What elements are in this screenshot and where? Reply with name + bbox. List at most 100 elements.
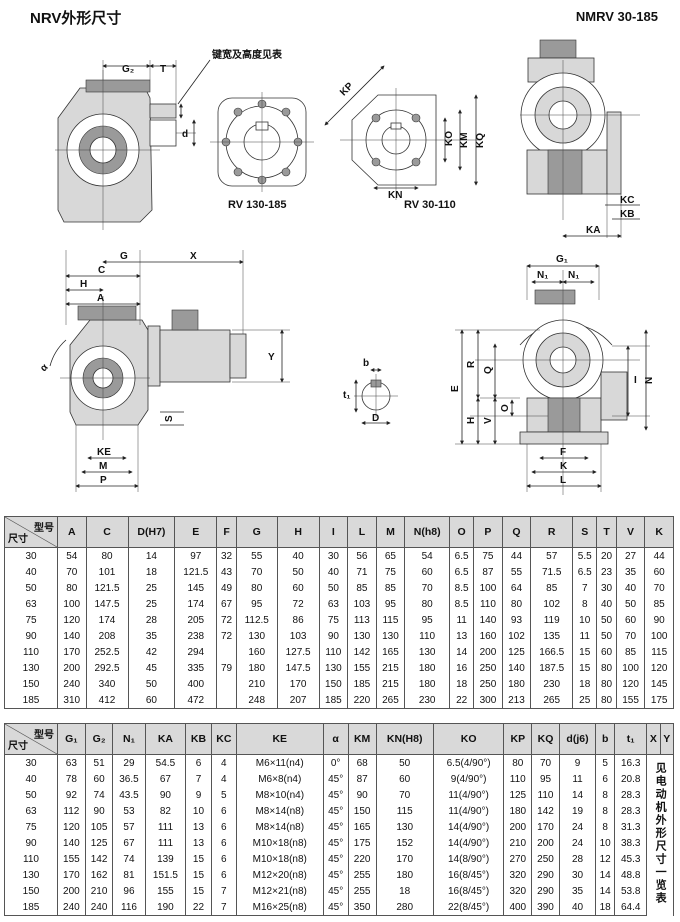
table-cell: 140 (473, 612, 503, 628)
table-cell: 24 (558, 819, 597, 835)
table-cell: 20 (596, 547, 617, 564)
model-cell: 90 (4, 835, 58, 851)
table-cell: 50 (596, 628, 617, 644)
table-cell: 15 (572, 660, 598, 676)
table-cell: 70 (531, 754, 560, 771)
column-header: M (375, 516, 406, 548)
table-cell: 140 (501, 660, 532, 676)
table-cell: 78 (57, 771, 86, 787)
table-cell: 75 (318, 612, 349, 628)
column-header: Y (659, 723, 675, 755)
table-cell: 43.5 (112, 787, 146, 803)
table-cell: 170 (276, 676, 320, 692)
table-cell: 350 (347, 899, 377, 916)
dimension-drawing: G₂ T d 键宽及高度见表 RV 130-185 KP KN KO KM KQ… (38, 39, 655, 495)
dim-r: R (466, 360, 477, 368)
table-cell: 64.4 (614, 899, 648, 916)
table-cell: 340 (85, 676, 129, 692)
table-cell: 97 (174, 547, 218, 564)
table-cell: M16×25(n8) (236, 899, 324, 916)
gearbox-front-view (55, 59, 211, 230)
table-cell: 6.5 (572, 564, 598, 580)
table-cell: 14(8/90°) (432, 851, 505, 867)
table-cell: 95 (404, 612, 451, 628)
table-cell: 155 (615, 692, 646, 709)
table-cell: 70 (404, 580, 451, 596)
table-cell: 25 (572, 692, 598, 709)
table-cell: 142 (347, 644, 377, 660)
table-cell: 16.3 (614, 754, 648, 771)
table-cell: M6×8(n4) (236, 771, 324, 787)
table-cell: 63 (318, 596, 349, 612)
table-cell: 14 (595, 867, 616, 883)
table-cell: 5 (595, 754, 616, 771)
table-cell: 57 (530, 547, 574, 564)
table-cell: 45° (322, 867, 349, 883)
table-cell: M8×10(n4) (236, 787, 324, 803)
column-header: G₁ (57, 723, 86, 755)
table-cell: 11(4/90°) (432, 803, 505, 819)
column-header: T (596, 516, 617, 548)
table-cell: 250 (473, 676, 503, 692)
table-cell: 10 (572, 612, 598, 628)
table-cell: 9(4/90°) (432, 771, 505, 787)
table-cell: 215 (375, 676, 406, 692)
column-header: N(h8) (404, 516, 451, 548)
table-cell: 230 (530, 676, 574, 692)
table-cell: 147.5 (276, 660, 320, 676)
table-cell: 103 (347, 596, 377, 612)
view-label-rv130-185: RV 130-185 (228, 199, 287, 211)
table-cell: 6.5 (449, 564, 475, 580)
table-cell: 113 (347, 612, 377, 628)
table-cell: 65 (375, 547, 406, 564)
table-cell: 165 (375, 644, 406, 660)
table-cell: 174 (85, 612, 129, 628)
table-cell: 142 (84, 851, 114, 867)
table-cell: 166.5 (530, 644, 574, 660)
table-cell: 25 (127, 580, 176, 596)
table-cell: 22 (449, 692, 475, 709)
table-cell: 48.8 (614, 867, 648, 883)
table-cell: 50 (276, 564, 320, 580)
gearmotor-side-view (455, 264, 650, 495)
table-cell: 175 (644, 692, 674, 709)
table-cell: 45° (322, 851, 349, 867)
table-cell: 150 (318, 676, 349, 692)
key-note: 键宽及高度见表 (211, 48, 283, 61)
model-cell: 130 (4, 867, 58, 883)
table-cell: M12×21(n8) (236, 883, 324, 899)
table-cell: 7 (185, 771, 212, 787)
model-cell: 40 (4, 564, 58, 580)
table-cell: M10×18(n8) (236, 835, 324, 851)
model-cell: 90 (4, 628, 58, 644)
table-cell: M8×14(n8) (236, 819, 324, 835)
column-header: N₁ (112, 723, 146, 755)
table-cell: 15 (185, 883, 212, 899)
table-cell: 20.8 (614, 771, 648, 787)
table-cell: 35 (615, 564, 646, 580)
table-cell: 400 (174, 676, 218, 692)
table-cell: 310 (57, 692, 87, 709)
table-cell: 105 (84, 819, 114, 835)
table-cell: 53 (112, 803, 146, 819)
table-cell: 50 (127, 676, 176, 692)
table-cell: 140 (57, 628, 87, 644)
table-cell: 13 (185, 819, 212, 835)
dim-a: A (97, 293, 104, 304)
table-cell: 255 (347, 883, 377, 899)
table-cell: 6.5 (449, 547, 475, 564)
table-cell: 155 (347, 660, 377, 676)
table-cell: 28 (558, 851, 597, 867)
table-cell: 80 (596, 676, 617, 692)
table-cell: 19 (558, 803, 597, 819)
table-cell: 45° (322, 899, 349, 916)
table-cell: 14(4/90°) (432, 835, 505, 851)
table-cell: 85 (375, 580, 406, 596)
table-cell: 112 (57, 803, 86, 819)
table-cell: 162 (84, 867, 114, 883)
table-cell: 180 (375, 867, 434, 883)
table-cell: 185 (318, 692, 349, 709)
table-cell: 16(8/45°) (432, 867, 505, 883)
